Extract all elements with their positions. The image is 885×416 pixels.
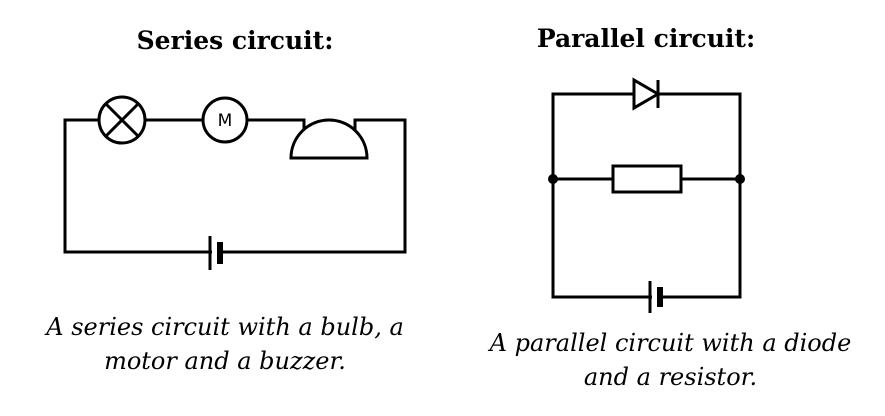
series-wire-motor-buzzer — [248, 118, 306, 134]
diode-icon — [632, 77, 661, 111]
parallel-caption-line-1: A parallel circuit with a diode — [489, 329, 852, 357]
junction-dot-right — [735, 174, 745, 184]
lamp-icon — [97, 95, 147, 145]
parallel-wire-left — [551, 92, 652, 299]
parallel-wire-right — [658, 92, 742, 299]
series-circuit-title: Series circuit: — [136, 26, 334, 55]
parallel-caption-line-2: and a resistor. — [583, 363, 758, 391]
motor-icon: M — [201, 96, 249, 144]
motor-label: M — [218, 111, 233, 131]
series-cell-icon — [208, 236, 223, 270]
parallel-cell-icon — [648, 281, 663, 313]
series-caption-line-2: motor and a buzzer. — [104, 347, 346, 375]
parallel-circuit-caption: A parallel circuit with a diode and a re… — [458, 326, 883, 394]
series-caption-line-1: A series circuit with a bulb, a — [46, 313, 404, 341]
series-wire-top-left — [63, 118, 212, 254]
parallel-circuit — [548, 77, 745, 313]
series-circuit-caption: A series circuit with a bulb, a motor an… — [10, 310, 440, 378]
series-wire-buzzer-right — [219, 118, 407, 254]
junction-dot-left — [548, 174, 558, 184]
series-circuit: M — [63, 95, 407, 270]
parallel-circuit-title: Parallel circuit: — [536, 24, 756, 53]
resistor-icon — [611, 164, 683, 194]
buzzer-icon — [289, 118, 369, 160]
